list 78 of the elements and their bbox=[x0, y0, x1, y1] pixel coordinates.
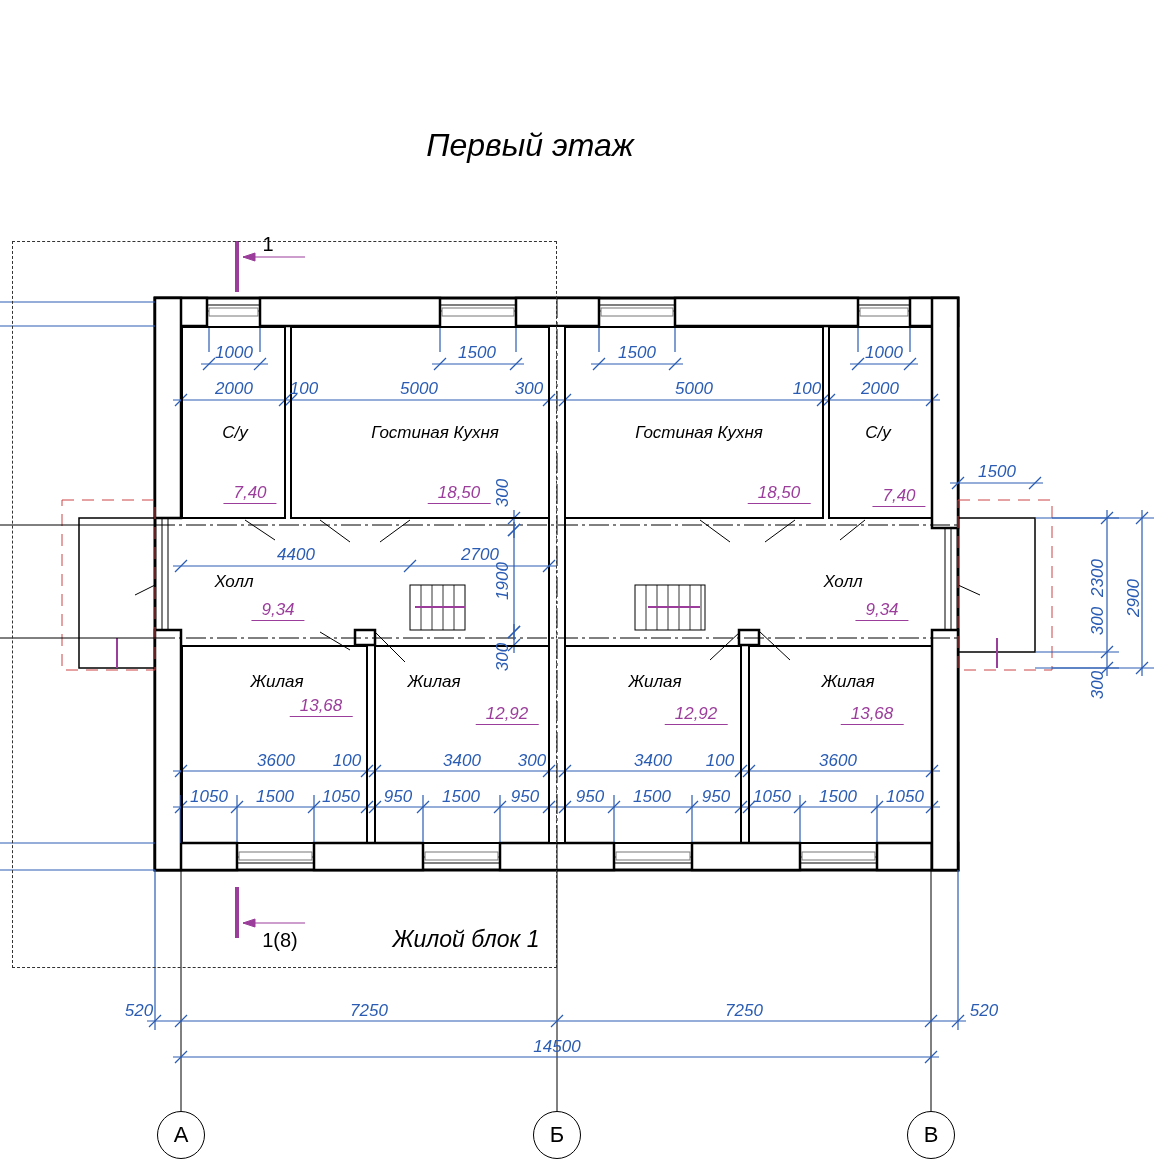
room bbox=[290, 326, 550, 519]
dimension-label: 2700 bbox=[461, 545, 499, 563]
dimension-label: 1500 bbox=[442, 787, 480, 805]
room-name: Холл bbox=[214, 572, 254, 590]
room bbox=[374, 645, 550, 844]
area-label: 18,50 bbox=[747, 484, 811, 504]
dimension-label: 1900 bbox=[493, 562, 511, 600]
dimension-label: 3400 bbox=[634, 751, 672, 769]
dimension-label: 5000 bbox=[400, 379, 438, 397]
room bbox=[181, 645, 368, 844]
dimension-label: 2000 bbox=[861, 379, 899, 397]
dimension-label: 300 bbox=[517, 751, 547, 769]
dimension-label: 5000 bbox=[675, 379, 713, 397]
dimension-label: 520 bbox=[124, 1001, 154, 1019]
area-label: 9,34 bbox=[855, 601, 909, 621]
dimension-label: 300 bbox=[514, 379, 544, 397]
dimension-label: 7250 bbox=[725, 1001, 763, 1019]
section-label: 1(8) bbox=[262, 930, 298, 950]
dimension-label: 950 bbox=[383, 787, 413, 805]
dimension-label: 2300 bbox=[1088, 559, 1106, 597]
dimension-label: 950 bbox=[575, 787, 605, 805]
room bbox=[564, 645, 742, 844]
dimension-label: 2900 bbox=[1124, 579, 1142, 617]
dimension-label: 950 bbox=[510, 787, 540, 805]
dimension-label: 300 bbox=[493, 642, 511, 672]
dimension-label: 100 bbox=[705, 751, 735, 769]
dimension-label: 300 bbox=[493, 478, 511, 508]
dimension-label: 100 bbox=[332, 751, 362, 769]
room-name: Гостиная Кухня bbox=[371, 423, 499, 441]
area-label: 12,92 bbox=[664, 705, 728, 725]
room-name: С/у bbox=[865, 423, 891, 441]
dimension-label: 2000 bbox=[215, 379, 253, 397]
dimension-label: 1500 bbox=[633, 787, 671, 805]
room-name: Гостиная Кухня bbox=[635, 423, 763, 441]
block-name: Жилой блок 1 bbox=[392, 927, 540, 951]
axis-marker: Б bbox=[533, 1111, 581, 1159]
dimension-label: 1050 bbox=[886, 787, 924, 805]
dimension-label: 7250 bbox=[350, 1001, 388, 1019]
dimension-label: 520 bbox=[969, 1001, 999, 1019]
section-label: 1 bbox=[262, 234, 274, 254]
area-label: 13,68 bbox=[289, 697, 353, 717]
dimension-label: 100 bbox=[792, 379, 822, 397]
area-label: 9,34 bbox=[251, 601, 305, 621]
dimension-label: 1500 bbox=[458, 343, 496, 361]
area-label: 13,68 bbox=[840, 705, 904, 725]
dimension-label: 1050 bbox=[753, 787, 791, 805]
area-label: 7,40 bbox=[223, 484, 277, 504]
dimension-label: 1500 bbox=[618, 343, 656, 361]
dimension-label: 3600 bbox=[819, 751, 857, 769]
title: Первый этаж bbox=[426, 129, 634, 161]
dimension-label: 1500 bbox=[819, 787, 857, 805]
dimension-label: 300 bbox=[1088, 606, 1106, 636]
room bbox=[828, 326, 933, 519]
room bbox=[748, 645, 933, 844]
room-name: Жилая bbox=[821, 672, 875, 690]
dimension-label: 3600 bbox=[257, 751, 295, 769]
room-name: Холл bbox=[823, 572, 863, 590]
room bbox=[564, 326, 824, 519]
room-name: С/у bbox=[222, 423, 248, 441]
area-label: 12,92 bbox=[475, 705, 539, 725]
dimension-label: 1050 bbox=[190, 787, 228, 805]
dimension-label: 300 bbox=[1088, 670, 1106, 700]
area-label: 18,50 bbox=[427, 484, 491, 504]
dimension-label: 1050 bbox=[322, 787, 360, 805]
dimension-label: 3400 bbox=[443, 751, 481, 769]
axis-marker: В bbox=[907, 1111, 955, 1159]
dimension-label: 4400 bbox=[277, 545, 315, 563]
room-name: Жилая bbox=[628, 672, 682, 690]
dimension-label: 1000 bbox=[865, 343, 903, 361]
dimension-label: 950 bbox=[701, 787, 731, 805]
room bbox=[181, 326, 286, 519]
dimension-label: 1500 bbox=[256, 787, 294, 805]
axis-marker: А bbox=[157, 1111, 205, 1159]
dimension-label: 1500 bbox=[978, 462, 1016, 480]
area-label: 7,40 bbox=[872, 487, 926, 507]
room-name: Жилая bbox=[250, 672, 304, 690]
room-name: Жилая bbox=[407, 672, 461, 690]
dimension-label: 1000 bbox=[215, 343, 253, 361]
